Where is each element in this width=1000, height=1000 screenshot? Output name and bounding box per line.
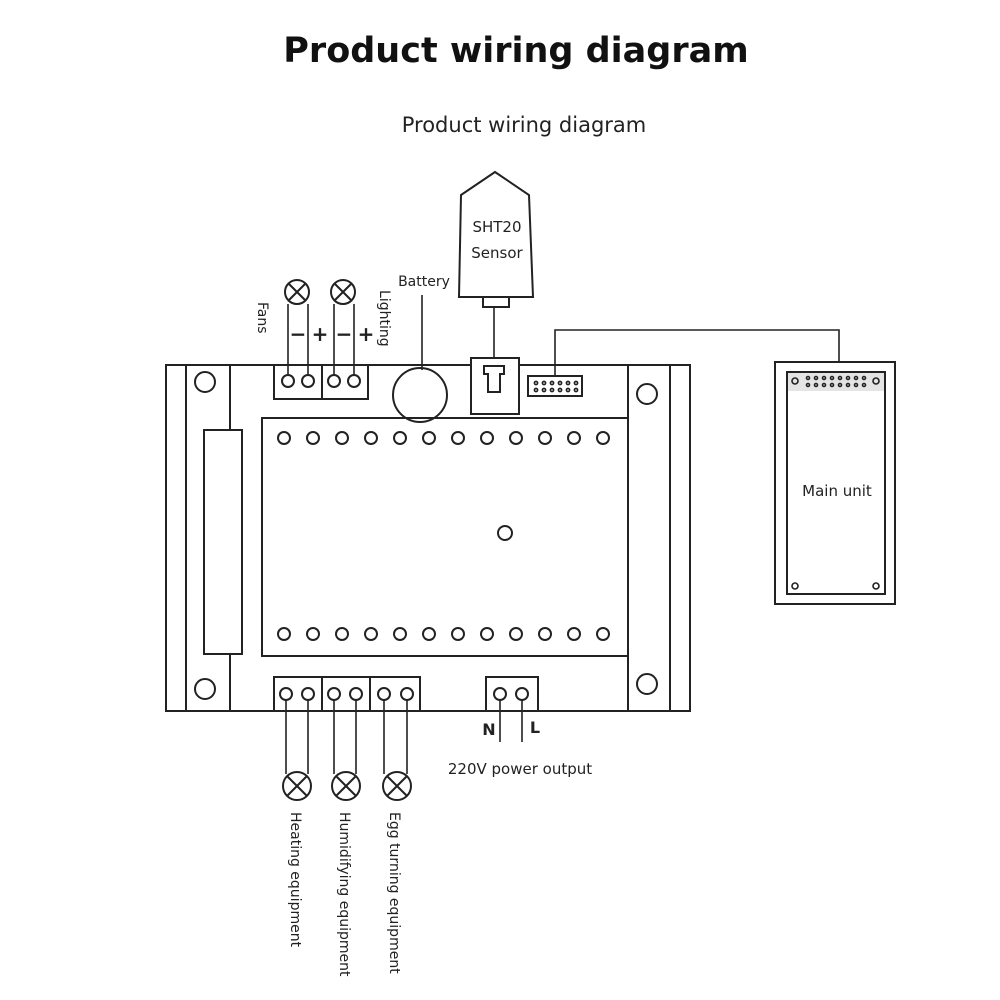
relay-pin — [393, 627, 407, 641]
main-unit-header-pin — [845, 382, 851, 388]
relay-pin — [596, 431, 610, 445]
mount-hole-bottom-right — [636, 673, 658, 695]
bottom-pin-row — [277, 627, 610, 641]
header-pin — [533, 380, 539, 386]
egg-turning-lamp-icon — [382, 771, 412, 801]
battery: Battery — [392, 274, 450, 423]
neutral-label: N — [482, 720, 495, 739]
header-pin — [557, 387, 563, 393]
humidifying-lamp-icon — [331, 771, 361, 801]
relay-pin — [538, 431, 552, 445]
fans-lamp-icon — [284, 279, 310, 305]
header-pin — [549, 387, 555, 393]
relay-pin — [480, 431, 494, 445]
header-pin — [541, 387, 547, 393]
main-unit-header-pin — [805, 382, 811, 388]
relay-pin — [538, 627, 552, 641]
header-pin — [573, 380, 579, 386]
page-title: Product wiring diagram — [283, 31, 748, 71]
sensor-connector — [470, 357, 520, 415]
relay-pin — [451, 431, 465, 445]
main-unit-header-pin — [837, 375, 843, 381]
main-unit-label: Main unit — [802, 482, 872, 500]
mount-hole-bottom-left — [194, 678, 216, 700]
humidifying-label: Humidifying equipment — [336, 812, 352, 977]
center-hole — [497, 525, 513, 541]
sht20-sensor: SHT20 Sensor — [457, 170, 535, 358]
mount-hole-top-left — [194, 371, 216, 393]
main-unit-header-pin — [821, 375, 827, 381]
main-unit-header-pin — [829, 382, 835, 388]
main-unit-header-pin — [821, 382, 827, 388]
relay-pin — [567, 431, 581, 445]
relay-pin — [393, 431, 407, 445]
main-unit-header-pin — [805, 375, 811, 381]
relay-pin — [422, 431, 436, 445]
relay-module — [261, 417, 629, 657]
relay-pin — [480, 627, 494, 641]
relay-pin — [364, 627, 378, 641]
relay-pin — [335, 431, 349, 445]
lighting-lamp-icon — [330, 279, 356, 305]
main-unit-header-pin — [829, 375, 835, 381]
main-unit-header-pin — [845, 375, 851, 381]
relay-pin — [451, 627, 465, 641]
live-label: L — [530, 718, 540, 737]
ribbon-header — [527, 329, 840, 397]
bottom-terminal-blocks — [273, 676, 421, 774]
controller-board — [165, 364, 691, 712]
header-pin — [549, 380, 555, 386]
header-pin — [557, 380, 563, 386]
main-unit-header-pin — [861, 382, 867, 388]
top-pin-row — [277, 431, 610, 445]
relay-pin — [509, 627, 523, 641]
egg-turning-label: Egg turning equipment — [386, 812, 402, 974]
relay-pin — [422, 627, 436, 641]
power-terminal: N L 220V power output — [448, 676, 592, 778]
lighting-label: Lighting — [376, 290, 392, 347]
lighting-plus-sign: + — [358, 322, 375, 346]
header-pin — [573, 387, 579, 393]
heating-label: Heating equipment — [287, 812, 303, 948]
header-pin — [565, 380, 571, 386]
main-unit-header-pin — [813, 382, 819, 388]
relay-pin — [335, 627, 349, 641]
relay-pin — [277, 431, 291, 445]
header-pin — [533, 387, 539, 393]
relay-pin — [277, 627, 291, 641]
sensor-label: Sensor — [471, 244, 523, 262]
top-terminal-block — [273, 304, 369, 400]
fans-plus-sign: + — [312, 322, 329, 346]
main-unit-header-pin — [853, 382, 859, 388]
main-unit: Main unit — [774, 361, 896, 605]
mount-hole-top-right — [636, 383, 658, 405]
main-unit-header-pin — [813, 375, 819, 381]
relay-pin — [509, 431, 523, 445]
main-unit-header-pin — [861, 375, 867, 381]
fans-minus-sign: − — [290, 322, 307, 346]
heating-lamp-icon — [282, 771, 312, 801]
fans-label: Fans — [254, 302, 270, 334]
battery-label: Battery — [398, 274, 450, 290]
header-pin — [565, 387, 571, 393]
relay-pin — [596, 627, 610, 641]
relay-pin — [364, 431, 378, 445]
power-output-label: 220V power output — [448, 760, 592, 778]
relay-pin — [306, 627, 320, 641]
lighting-minus-sign: − — [336, 322, 353, 346]
relay-pin — [306, 431, 320, 445]
side-slot — [203, 429, 243, 655]
relay-pin — [567, 627, 581, 641]
main-unit-header-pin — [837, 382, 843, 388]
diagram-subtitle: Product wiring diagram — [402, 113, 647, 137]
sensor-model: SHT20 — [472, 218, 521, 236]
main-unit-header-pin — [853, 375, 859, 381]
header-pin — [541, 380, 547, 386]
